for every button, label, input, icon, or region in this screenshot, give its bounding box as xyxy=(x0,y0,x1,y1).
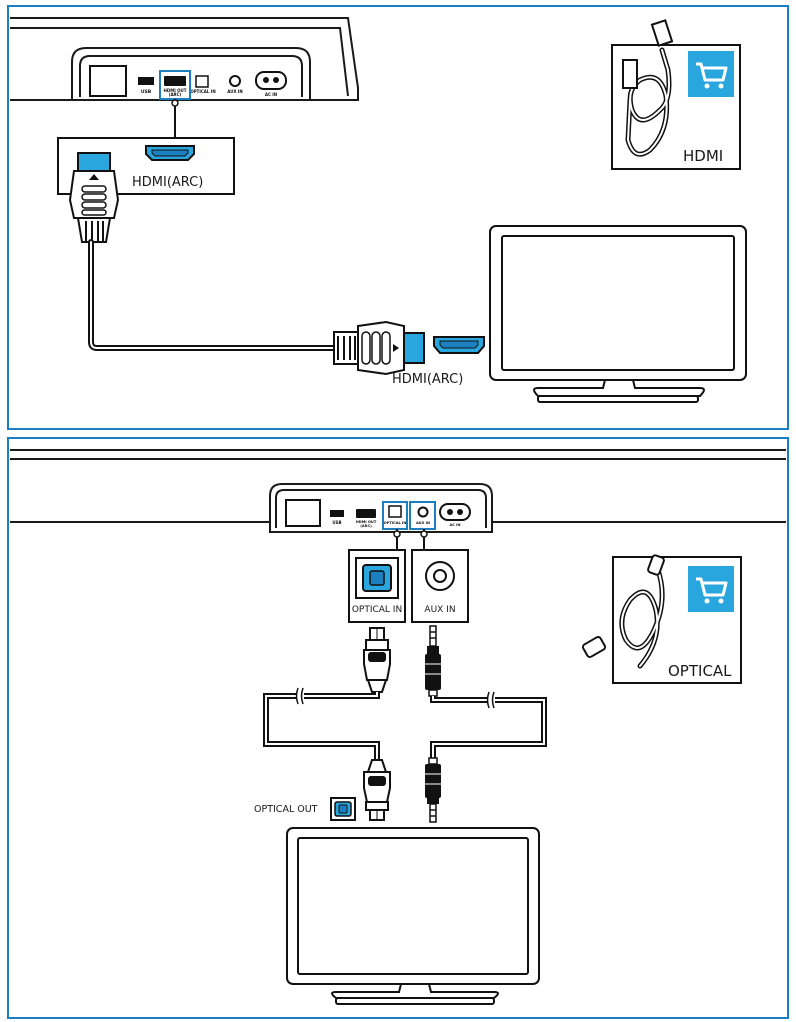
cables xyxy=(263,692,547,760)
callout-dot-aux xyxy=(420,530,428,538)
service-port xyxy=(89,65,127,97)
hdmi-cable-outer xyxy=(88,239,337,351)
shopping-cart-icon xyxy=(688,51,734,97)
panel-optical-aux-connection: USB HDMI OUT (ARC) OPTICAL IN AUX IN AC … xyxy=(7,437,789,1019)
optical-out-socket-icon xyxy=(330,797,356,821)
aux-plug-top xyxy=(425,625,441,697)
hdmi-plug-vertical xyxy=(68,152,120,243)
ac-port xyxy=(255,71,287,90)
soundbar-hdmi-arc-label: HDMI(ARC) xyxy=(132,175,203,190)
optical-in-zoom-box: OPTICAL IN xyxy=(348,549,406,623)
usb-port xyxy=(138,77,154,85)
usb-port xyxy=(330,510,344,517)
optical-in-label: OPTICAL IN xyxy=(384,521,407,525)
hdmi-out-label: HDMI OUT xyxy=(164,88,187,93)
optical-port-highlight xyxy=(382,501,408,530)
optical-cable-accessory-card: OPTICAL xyxy=(581,554,742,684)
aux-port-highlight xyxy=(409,501,436,530)
ac-pin-left xyxy=(447,509,453,515)
hdmi-out-label: HDMI OUT xyxy=(356,520,377,524)
ac-pin-right xyxy=(457,509,463,515)
tv-hdmi-socket-icon xyxy=(433,336,485,354)
port-row: USB HDMI OUT (ARC) OPTICAL IN AUX IN AC … xyxy=(285,499,471,528)
ac-pin-left xyxy=(263,77,269,83)
optical-out-label: OPTICAL OUT xyxy=(254,804,318,815)
optical-plug-top xyxy=(363,627,391,693)
hdmi-arc-label: (ARC) xyxy=(360,524,372,528)
shopping-cart-icon xyxy=(688,566,734,612)
ac-pin-right xyxy=(273,77,279,83)
optical-in-label: OPTICAL IN xyxy=(190,89,215,94)
soundbar-rear xyxy=(10,449,786,533)
aux-in-zoom-box: AUX IN xyxy=(411,549,469,623)
aux-port xyxy=(229,75,241,87)
ac-port xyxy=(439,503,471,521)
aux-plug-bottom xyxy=(425,757,441,823)
optical-port xyxy=(195,75,209,88)
hdmi-cable-inner xyxy=(90,241,335,349)
panel-hdmi-connection: USB HDMI OUT (ARC) OPTICAL IN AUX IN AC … xyxy=(7,5,789,430)
optical-card-label: OPTICAL xyxy=(668,662,732,680)
television xyxy=(286,827,540,1005)
panel-frame xyxy=(7,437,789,1019)
callout-dot-optical xyxy=(393,530,401,538)
hdmi-cable-accessory-card: HDMI xyxy=(611,19,741,170)
television xyxy=(489,225,747,403)
soundbar-rear xyxy=(10,17,359,101)
service-port xyxy=(285,499,321,527)
ac-in-label: AC IN xyxy=(449,523,460,527)
hdmi-out-port xyxy=(164,76,186,86)
optical-port xyxy=(388,505,402,518)
cable-break-marks xyxy=(295,687,495,709)
aux-port xyxy=(417,506,429,518)
callout-dot xyxy=(171,99,179,107)
hdmi-plug-horizontal xyxy=(333,320,425,376)
optical-in-zoom-label: OPTICAL IN xyxy=(352,605,402,615)
aux-in-label: AUX IN xyxy=(227,89,243,94)
port-row: USB HDMI OUT (ARC) OPTICAL IN AUX IN AC … xyxy=(89,65,287,97)
panel-frame xyxy=(7,5,789,430)
tv-hdmi-arc-label: HDMI(ARC) xyxy=(392,372,463,387)
hdmi-card-label: HDMI xyxy=(683,147,723,165)
hdmi-socket-icon xyxy=(145,145,195,161)
hdmi-out-port xyxy=(356,509,376,518)
usb-label: USB xyxy=(332,520,341,525)
optical-plug-bottom xyxy=(363,759,391,821)
aux-in-zoom-label: AUX IN xyxy=(424,605,455,615)
hdmi-arc-label: (ARC) xyxy=(169,92,182,97)
ac-in-label: AC IN xyxy=(265,92,277,97)
usb-label: USB xyxy=(141,89,152,95)
aux-in-label: AUX IN xyxy=(416,521,430,525)
